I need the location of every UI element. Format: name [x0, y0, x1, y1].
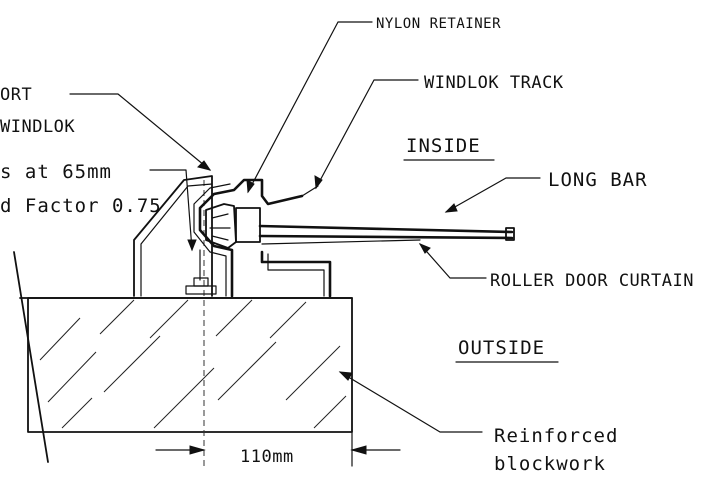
support-bracket: [133, 175, 217, 297]
inside-label: INSIDE: [406, 135, 481, 157]
fixings-label-line1: s at 65mm: [0, 161, 112, 183]
outside-label: OUTSIDE: [458, 337, 545, 359]
support-label-line1: ORT: [0, 85, 32, 105]
dimension-label: 110mm: [240, 447, 294, 467]
wall-edge-line: [13, 251, 49, 463]
blockwork: [19, 180, 353, 470]
long-bar: [258, 224, 515, 245]
dimension-110mm: 110mm: [155, 429, 401, 467]
roller-door-curtain-label: ROLLER DOOR CURTAIN: [490, 271, 694, 291]
nylon-retainer-label: NYLON RETAINER: [376, 16, 501, 32]
nylon-retainer: [205, 203, 261, 249]
fixings-label-line2: d Factor 0.75: [0, 195, 162, 217]
leader-lines: [69, 21, 559, 433]
reinforced-label-line1: Reinforced: [494, 425, 618, 447]
long-bar-label: LONG BAR: [548, 169, 648, 191]
reinforced-label-line2: blockwork: [494, 453, 606, 475]
support-label-line2: WINDLOK: [0, 117, 75, 137]
windlok-track-label: WINDLOK TRACK: [424, 73, 564, 93]
windlok-track: [193, 178, 332, 298]
